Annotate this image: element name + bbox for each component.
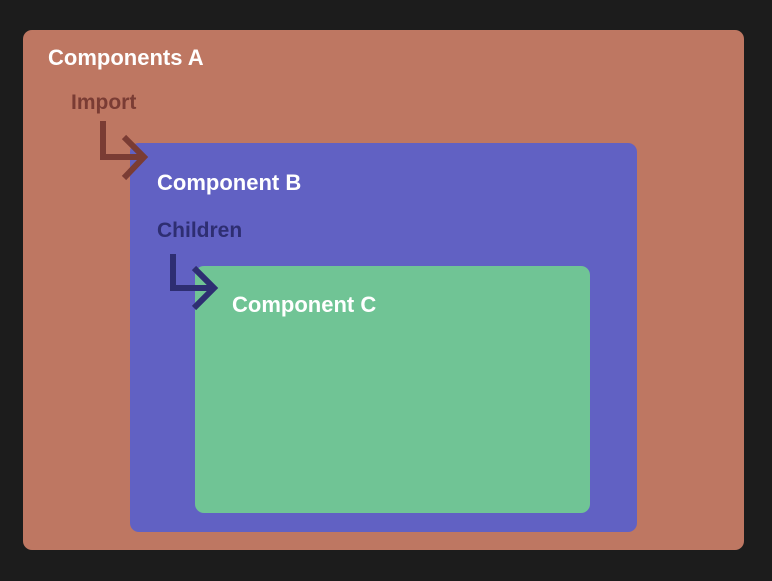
component-c-box bbox=[195, 266, 590, 513]
component-c-title: Component C bbox=[232, 292, 377, 317]
import-label: Import bbox=[71, 91, 137, 114]
component-a-title: Components A bbox=[48, 45, 204, 70]
children-label: Children bbox=[157, 219, 243, 242]
component-b-title: Component B bbox=[157, 170, 302, 195]
